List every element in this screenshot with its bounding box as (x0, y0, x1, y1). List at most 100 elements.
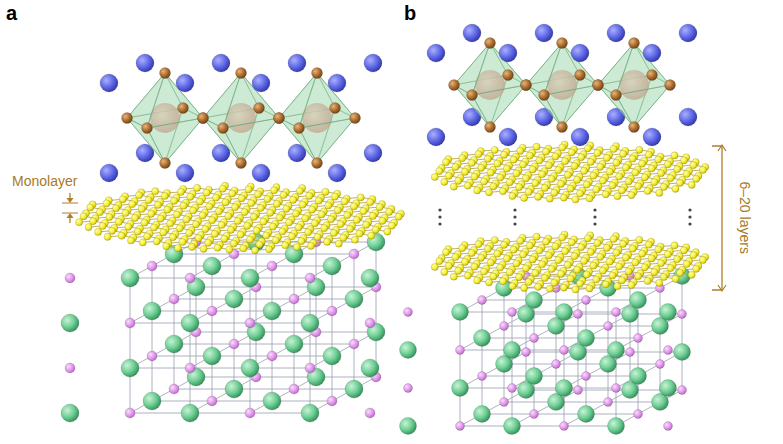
carbon-atom (187, 193, 194, 200)
carbon-atom (551, 279, 558, 286)
carbon-atom (525, 278, 532, 285)
carbon-atom (667, 265, 674, 272)
cation-atom (203, 257, 221, 275)
carbon-atom (487, 169, 494, 176)
carbon-atom (532, 270, 539, 277)
a-site-atom (463, 24, 481, 42)
cation-atom (301, 404, 319, 422)
anion-atom (612, 308, 621, 317)
anion-atom (147, 261, 157, 271)
carbon-atom (551, 189, 558, 196)
carbon-atom (282, 242, 289, 249)
carbon-atom (632, 259, 639, 266)
carbon-atom (246, 236, 253, 243)
halide-atom (647, 70, 658, 81)
carbon-atom (568, 239, 575, 246)
carbon-atom (525, 188, 532, 195)
anion-atom (664, 346, 673, 355)
carbon-atom (106, 214, 113, 221)
panel-b-structure (400, 24, 709, 435)
carbon-atom (574, 266, 581, 273)
anion-atom (65, 273, 75, 283)
cation-atom (361, 269, 379, 287)
cation-atom (225, 380, 243, 398)
carbon-atom (599, 177, 606, 184)
halide-atom (557, 122, 568, 133)
arrowhead (67, 198, 74, 203)
carbon-atom (618, 277, 625, 284)
ellipsis-dot (438, 222, 441, 225)
carbon-atom (245, 186, 252, 193)
carbon-atom (564, 261, 571, 268)
carbon-atom (90, 218, 97, 225)
carbon-atom (99, 222, 106, 229)
graphene-sheet (76, 182, 405, 254)
carbon-atom (452, 253, 459, 260)
cation-atom (143, 392, 161, 410)
carbon-atom (455, 177, 462, 184)
carbon-atom (616, 263, 623, 270)
carbon-atom (145, 197, 152, 204)
carbon-atom (557, 270, 564, 277)
carbon-atom (597, 163, 604, 170)
carbon-atom (485, 279, 492, 286)
carbon-atom (295, 224, 302, 231)
carbon-atom (635, 183, 642, 190)
carbon-atom (517, 237, 524, 244)
carbon-atom (676, 179, 683, 186)
carbon-atom (154, 201, 161, 208)
carbon-atom (667, 175, 674, 182)
carbon-atom (461, 258, 468, 265)
carbon-atom (572, 286, 579, 293)
carbon-atom (499, 278, 506, 285)
carbon-atom (276, 214, 283, 221)
ellipsis-dot (593, 222, 596, 225)
carbon-atom (580, 257, 587, 264)
halide-atom (122, 113, 133, 124)
carbon-atom (539, 171, 546, 178)
carbon-atom (594, 150, 601, 157)
carbon-atom (567, 185, 574, 192)
carbon-atom (490, 273, 497, 280)
carbon-atom (622, 254, 629, 261)
carbon-atom (167, 220, 174, 227)
carbon-atom (464, 182, 471, 189)
carbon-atom (237, 231, 244, 238)
carbon-atom (506, 269, 513, 276)
cation-atom (474, 330, 491, 347)
cation-atom (504, 418, 521, 435)
carbon-atom (578, 154, 585, 161)
carbon-atom (590, 262, 597, 269)
carbon-atom (535, 283, 542, 290)
anion-atom (147, 351, 157, 361)
carbon-atom (368, 232, 375, 239)
cation-atom (660, 380, 677, 397)
a-site-atom (288, 54, 306, 72)
carbon-atom (442, 159, 449, 166)
carbon-atom (475, 241, 482, 248)
carbon-atom (509, 192, 516, 199)
carbon-atom (520, 251, 527, 258)
carbon-atom (660, 183, 667, 190)
carbon-atom (541, 184, 548, 191)
carbon-atom (636, 236, 643, 243)
halide-atom (160, 68, 171, 79)
carbon-atom (256, 241, 263, 248)
carbon-atom (293, 243, 300, 250)
carbon-atom (520, 161, 527, 168)
anion-atom (289, 294, 299, 304)
cation-atom (630, 292, 647, 309)
carbon-atom (200, 245, 207, 252)
ellipsis-dot (688, 222, 691, 225)
carbon-atom (337, 221, 344, 228)
carbon-atom (656, 189, 663, 196)
panel-letter: b (404, 2, 416, 24)
carbon-atom (478, 254, 485, 261)
carbon-atom (468, 249, 475, 256)
carbon-atom (542, 148, 549, 155)
anion-atom (65, 363, 75, 373)
carbon-atom (264, 196, 271, 203)
halide-atom (198, 113, 209, 124)
carbon-atom (529, 256, 536, 263)
carbon-atom (346, 225, 353, 232)
